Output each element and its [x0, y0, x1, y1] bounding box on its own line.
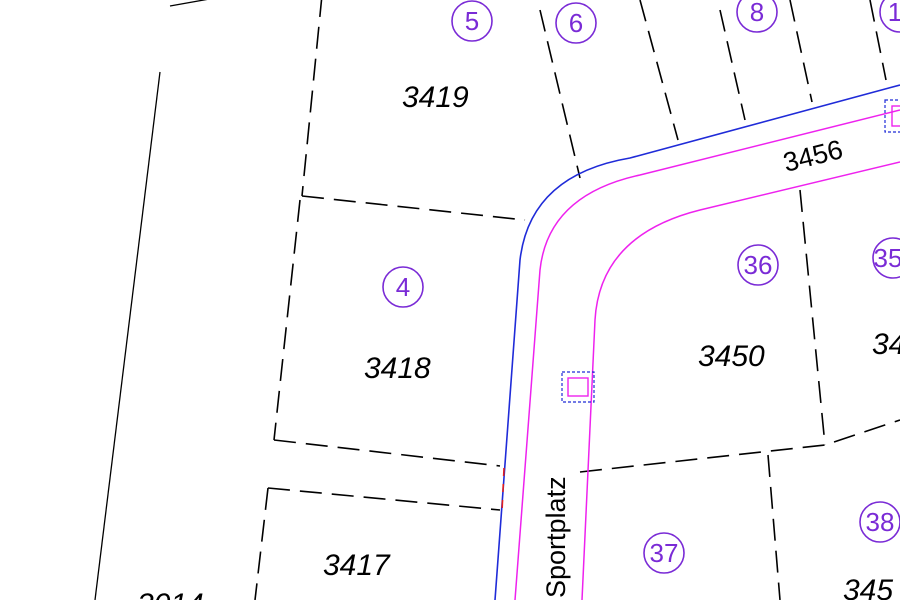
house-number-4: 4 [396, 272, 410, 302]
boundary-3418-south [273, 439, 501, 467]
road-name-sportplatz: Sportplatz [541, 476, 571, 598]
survey-marker-3456[interactable] [884, 99, 900, 133]
house-circle-5 [451, 0, 493, 42]
parcel-label-3418[interactable]: 3418 [364, 352, 431, 385]
house-number-5: 5 [465, 6, 479, 36]
house-circle-1x [879, 0, 900, 33]
parcel-numbers: 3419 3418 3417 3450 34 345 3014 3456 [137, 81, 900, 600]
house-numbers: 5 6 8 1 4 36 35 37 38 [396, 0, 900, 568]
house-number-circles [382, 0, 900, 574]
red-survey-mark [501, 467, 505, 513]
house-circle-36 [737, 244, 779, 286]
house-number-38: 38 [866, 507, 895, 537]
house-number-35: 35 [874, 243, 900, 273]
boundary-8-west [719, 9, 746, 121]
parcel-label-3417[interactable]: 3417 [323, 549, 391, 582]
survey-marker-sportplatz[interactable] [561, 371, 595, 403]
house-circle-38 [859, 501, 900, 543]
dashed-boundaries [254, 0, 900, 600]
house-circle-37 [643, 532, 685, 574]
boundary-3450-east [799, 189, 826, 446]
boundary-1-west [869, 0, 887, 81]
boundary-3450-south [579, 419, 900, 473]
house-circle-35 [872, 237, 900, 279]
boundary-3417-north [267, 487, 501, 511]
house-circle-4 [382, 266, 424, 308]
solid-boundary-top [169, 0, 208, 7]
boundary-3417-west [254, 487, 269, 600]
boundary-6-east [639, 0, 679, 141]
boundary-3419-south [301, 195, 526, 221]
boundary-3418-west [273, 199, 301, 441]
boundary-6-west [539, 9, 581, 179]
parcel-label-3014[interactable]: 3014 [137, 588, 204, 600]
road-edges [494, 84, 900, 600]
house-circle-6 [555, 2, 597, 44]
road-edge-outer [494, 84, 900, 600]
house-number-8: 8 [750, 0, 764, 27]
parcel-label-345x[interactable]: 345 [843, 574, 893, 600]
house-circle-8 [736, 0, 778, 33]
boundary-3419-west [301, 0, 323, 197]
solid-boundaries [94, 0, 208, 600]
road-centerlines [514, 109, 900, 600]
boundary-37-east [767, 454, 781, 600]
solid-boundary-left [94, 71, 161, 600]
parcel-label-3450[interactable]: 3450 [698, 340, 765, 373]
house-number-1x: 1 [888, 0, 900, 27]
house-number-37: 37 [650, 538, 679, 568]
parcel-label-34x[interactable]: 34 [872, 328, 900, 361]
boundary-8-east [789, 0, 813, 103]
house-number-6: 6 [569, 8, 583, 38]
parcel-label-3419[interactable]: 3419 [402, 81, 469, 114]
house-number-36: 36 [744, 250, 773, 280]
road-centerline-a [514, 109, 900, 600]
parcel-label-3456[interactable]: 3456 [780, 134, 846, 178]
road-centerline-b [581, 161, 900, 600]
